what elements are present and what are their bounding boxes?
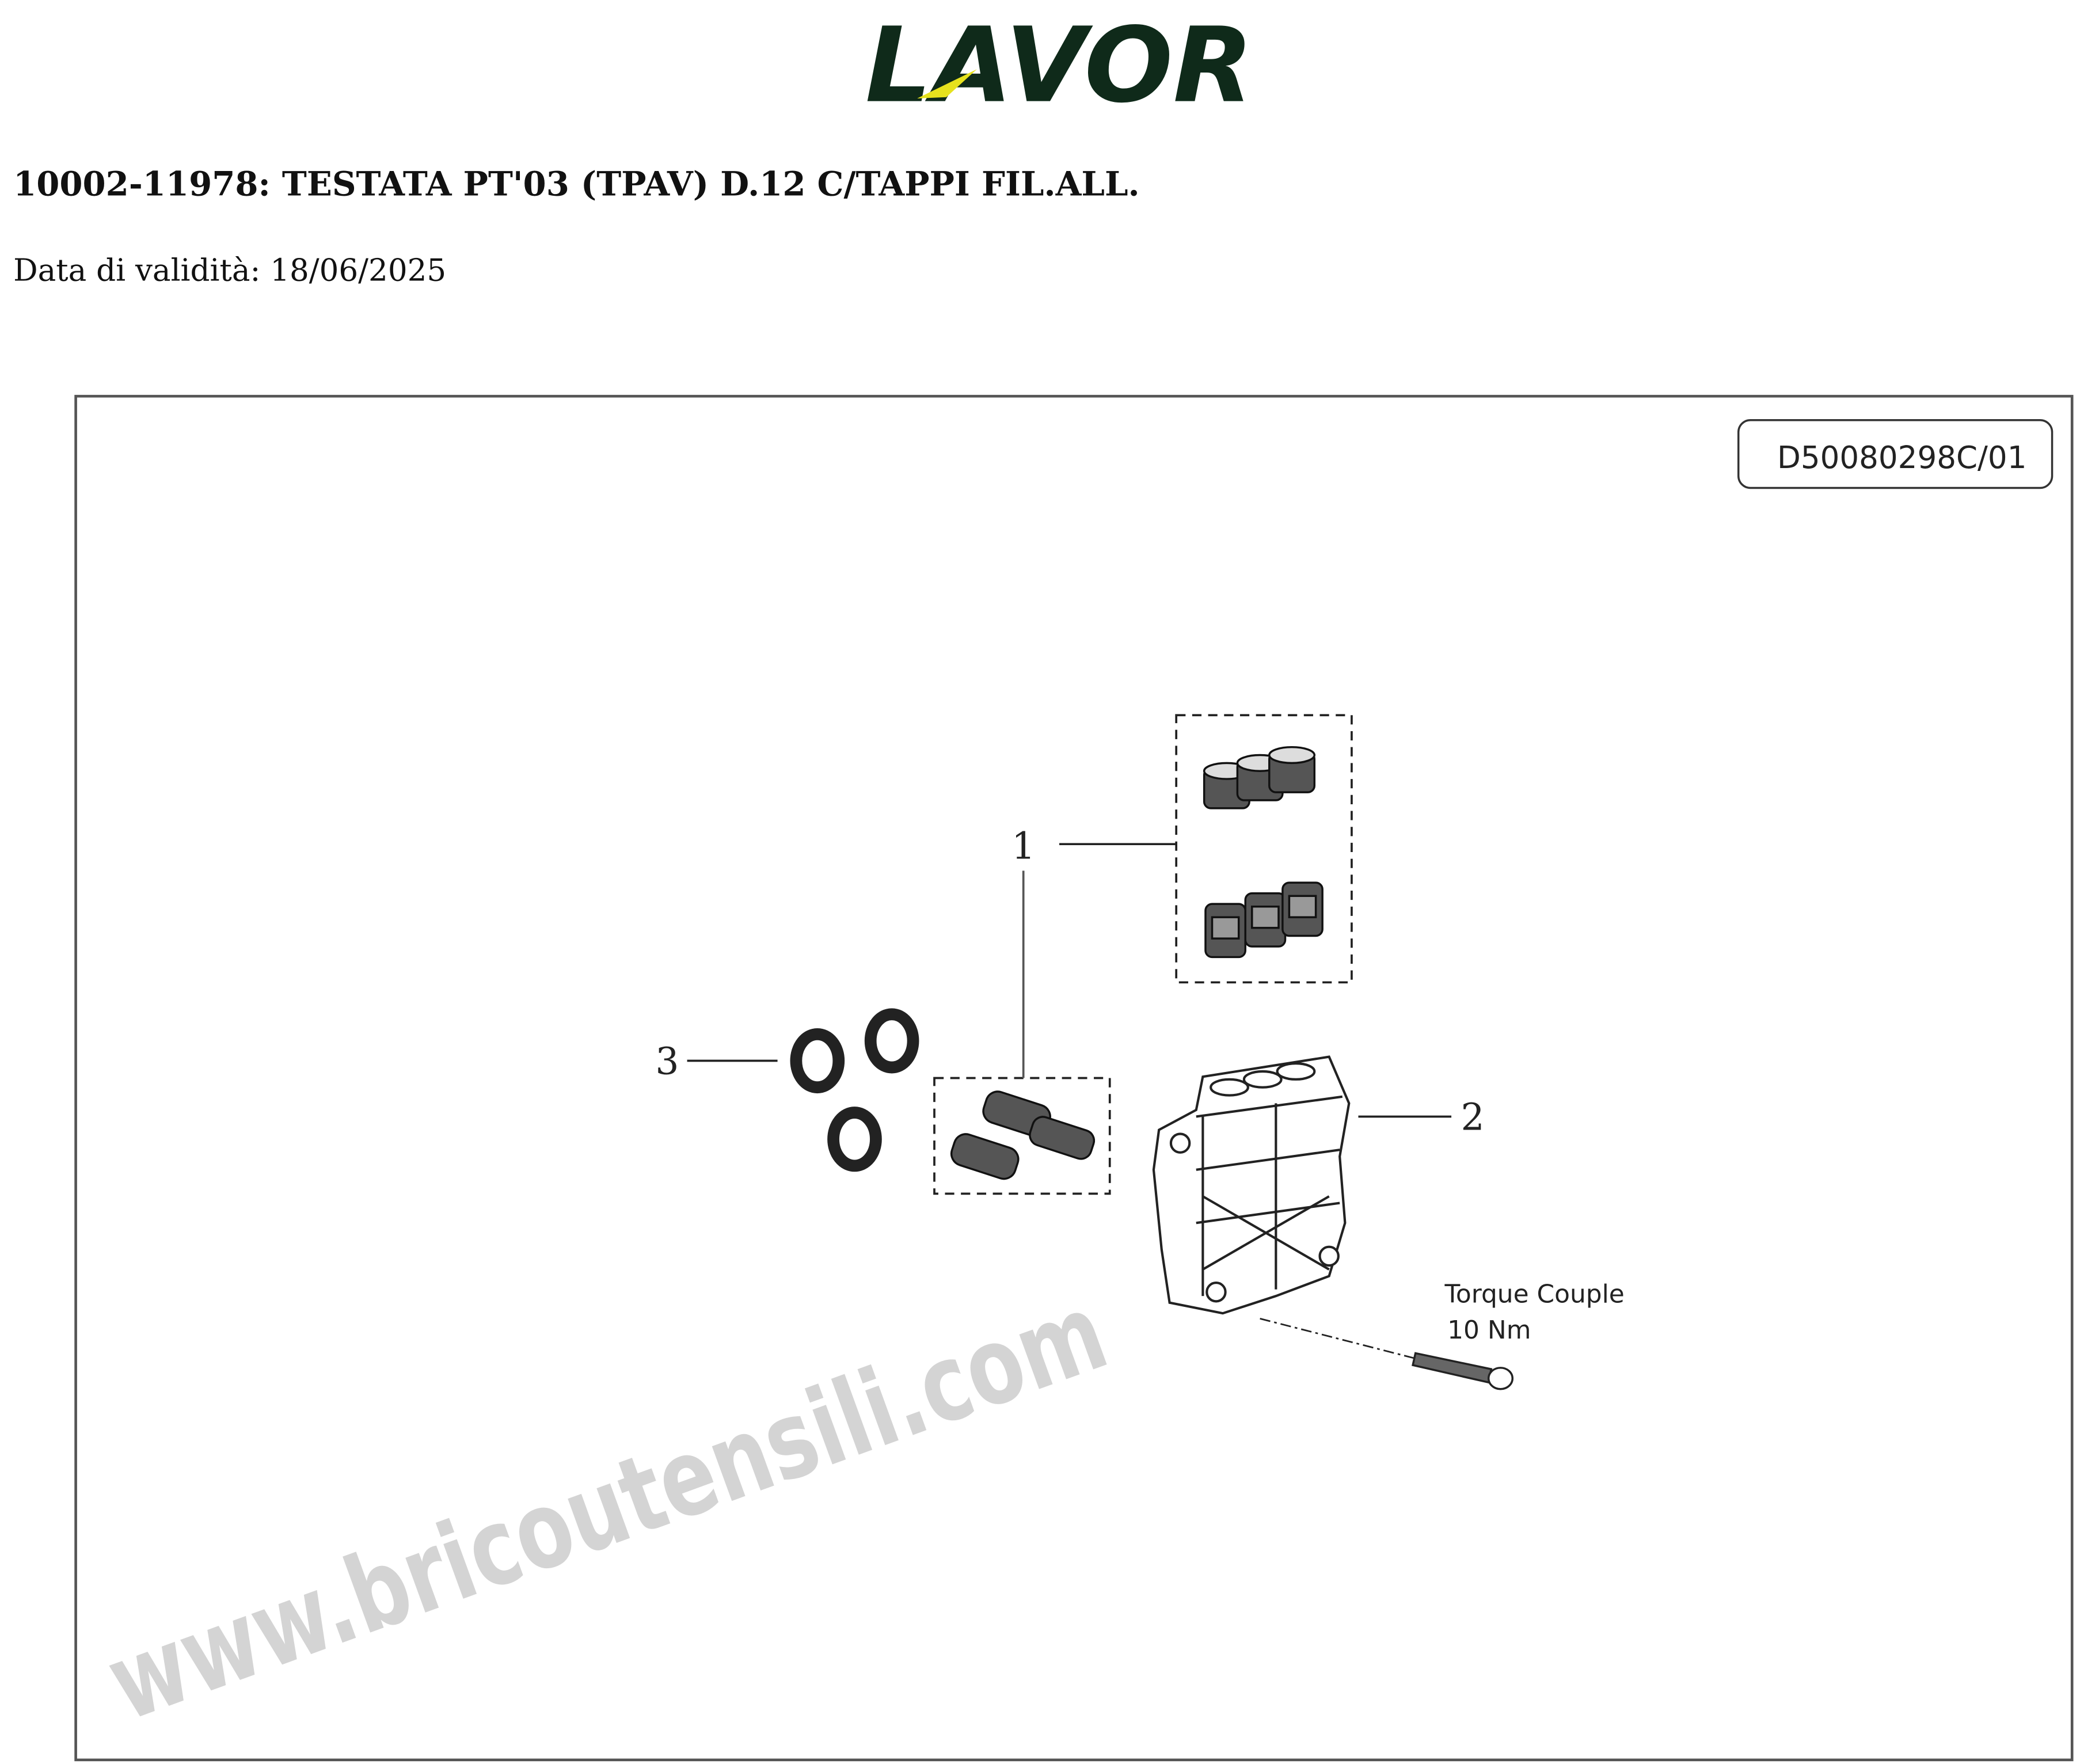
seal-rings-icon [790,1008,919,1172]
drawing-code-box: D50080298C/01 [1737,419,2053,489]
watermark: www.bricoutensili.com [93,1269,1121,1745]
valve-plugs-icon [950,1090,1096,1180]
bolt-icon [1412,1352,1514,1390]
torque-label: Torque Couple [1444,1280,1625,1309]
callout-1 [933,714,1353,1195]
page-title: 10002-11978: TESTATA PT'03 (TPAV) D.12 C… [13,165,1140,204]
lavor-logo: LAVOR [865,6,1253,126]
svg-text:LAVOR: LAVOR [865,6,1253,126]
drawing-frame [74,394,2074,1762]
callout-label-3: 3 [655,1040,679,1084]
valve-seats-icon [1203,746,1324,959]
svg-text:D50080298C/01: D50080298C/01 [1777,440,2027,476]
callout-label-2: 2 [1461,1096,1484,1139]
torque-value: 10 Nm [1447,1316,1531,1345]
validity-date: Data di validità: 18/06/2025 [13,252,446,288]
pump-head-icon [1152,1055,1351,1315]
bolt-axis [1260,1318,1416,1360]
callout-label-1: 1 [1011,825,1035,868]
